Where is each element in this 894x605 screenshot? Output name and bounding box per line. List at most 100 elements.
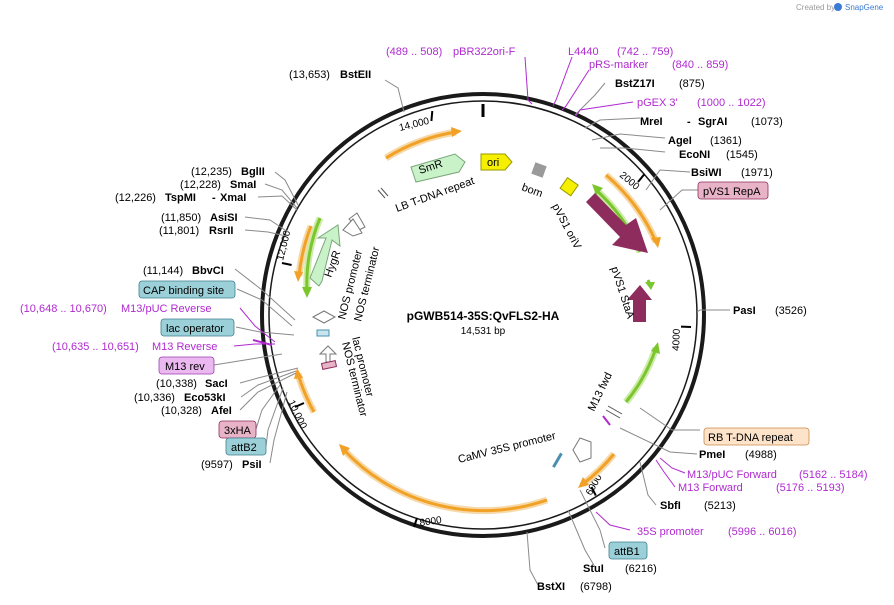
site-pos: (1545) [726,149,758,161]
site-pos: (1073) [751,116,783,128]
box-label: RB T-DNA repeat [708,432,793,444]
site-name: BstXI [537,581,565,593]
site-pos: (12,228) [180,179,221,191]
ori-arrow [480,153,513,171]
lac-promoter-arrow [311,310,337,324]
primer-name: M13 Forward [678,482,743,494]
site-name: BglII [241,166,265,178]
primer-range: (10,635 .. 10,651) [52,341,139,353]
orf-arrows [294,127,661,515]
site-saci: (10,338) SacI [156,378,228,390]
primer-range: (5176 .. 5193) [776,482,845,494]
site-asisi: (11,850) AsiSI [161,212,238,224]
plasmid-name: pGWB514-35S:QvFLS2-HA [407,309,560,323]
tick-marks [281,104,692,528]
primer-name: L4440 [568,46,599,58]
lbtdna-label: LB T-DNA repeat [394,175,476,215]
site-econi: EcoNI (1545) [679,149,758,161]
pvs1-features [586,193,652,322]
bom-marker [531,162,547,178]
site-name: AsiSI [210,212,238,224]
tick-label: 4000 [671,328,683,351]
3xha-marker [320,360,338,370]
box-label: 3xHA [224,425,252,437]
tick-label: 10,000 [285,398,308,431]
orf-arrow-right [605,173,658,243]
box-label: attB2 [231,442,257,454]
site-sep: - [687,116,691,128]
primer-m13puc-rev: (10,648 .. 10,670) M13/pUC Reverse [20,303,211,315]
site-name: SbfI [660,500,681,512]
site-name: MreI [640,116,663,128]
tick-6000 [590,486,597,496]
site-rsrii: (11,801) RsrII [159,225,233,237]
site-pos: (1361) [710,135,742,147]
ori-label: ori [487,157,499,169]
site-bsteii: (13,653) BstEII [289,69,371,81]
site-smai: (12,228) SmaI [180,179,256,191]
backbone-outer [260,92,706,538]
plasmid-size: 14,531 bp [461,326,506,337]
tick-label: 14,000 [398,116,431,134]
site-name: PsiI [242,459,262,471]
site-pos: (10,328) [161,405,202,417]
primer-pgex: pGEX 3' (1000 .. 1022) [637,97,766,109]
tick-label: 8000 [419,515,443,529]
primer-l4440: L4440 (742 .. 759) [568,46,673,58]
site-mrei: MreI - SgrAI (1073) [640,116,783,128]
primer-name: M13 Reverse [152,341,217,353]
pvs1-oriv-label: pVS1 oriV [549,202,583,252]
box-rbtdna: RB T-DNA repeat [703,427,810,446]
site-pos: (12,235) [191,166,232,178]
backbone-inner [268,100,698,530]
site-name: PasI [733,305,756,317]
bom-label: bom [520,182,544,201]
site-name: RsrII [209,225,233,237]
oriv-marker [559,176,579,197]
top-features: SmR ori bom LB T-DNA repeat pVS1 oriV pV… [377,153,636,321]
site-bglii: (12,235) BglII [191,166,265,178]
primer-range: (5162 .. 5184) [799,469,868,481]
orf-arrow-top [385,130,457,160]
site-name: TspMI [165,192,196,204]
site-pos: (10,336) [134,392,175,404]
site-name: SacI [205,378,228,390]
site-sep: - [212,192,216,204]
site-bstz17i: BstZ17I (875) [615,78,705,90]
box-lacop: lac operator [160,318,235,337]
lower-features: M13 fwd CaMV 35S promoter [457,371,623,468]
smr-arrow [410,153,466,183]
primer-leaders [233,56,686,531]
pvs1-staa-label: pVS1 StaA [608,265,636,321]
primer-m13puc-fwd: M13/pUC Forward (5162 .. 5184) [687,469,868,481]
site-name: BstZ17I [615,78,655,90]
site-pos: (12,226) [115,192,156,204]
primer-m13-fwd: M13 Forward (5176 .. 5193) [678,482,845,494]
primer-35s: 35S promoter (5996 .. 6016) [637,526,797,538]
box-label: M13 rev [165,361,205,373]
primer-name: pGEX 3' [637,97,678,109]
snapgene-credit: Created by SnapGene [796,3,884,12]
site-pos: (4988) [745,449,777,461]
pvs1-oriv-arrow [586,193,648,253]
primer-pbr322: (489 .. 508) pBR322ori-F [386,46,516,58]
site-name: BstEII [340,69,371,81]
primer-range: (1000 .. 1022) [697,97,766,109]
site-pos: (875) [679,78,705,90]
tick-10000 [294,402,305,408]
site-pos: (9597) [201,459,233,471]
site-stui: StuI (6216) [583,563,657,575]
site-name: BbvCI [192,265,224,277]
site-pos: (11,850) [161,212,201,224]
nos-terminator-arrow-bottom [318,345,338,363]
site-pos: (1971) [741,167,773,179]
site-psii: (9597) PsiI [201,459,262,471]
orf-arrow-left-low [296,373,316,413]
pvs1-staa-arrow [627,285,652,322]
box-attb1: attB1 [608,541,648,560]
site-bstxi: BstXI (6798) [537,581,612,593]
site-pos: (3526) [775,305,807,317]
green-arrow-left [305,217,322,293]
site-afei: (10,328) AfeI [161,405,232,417]
